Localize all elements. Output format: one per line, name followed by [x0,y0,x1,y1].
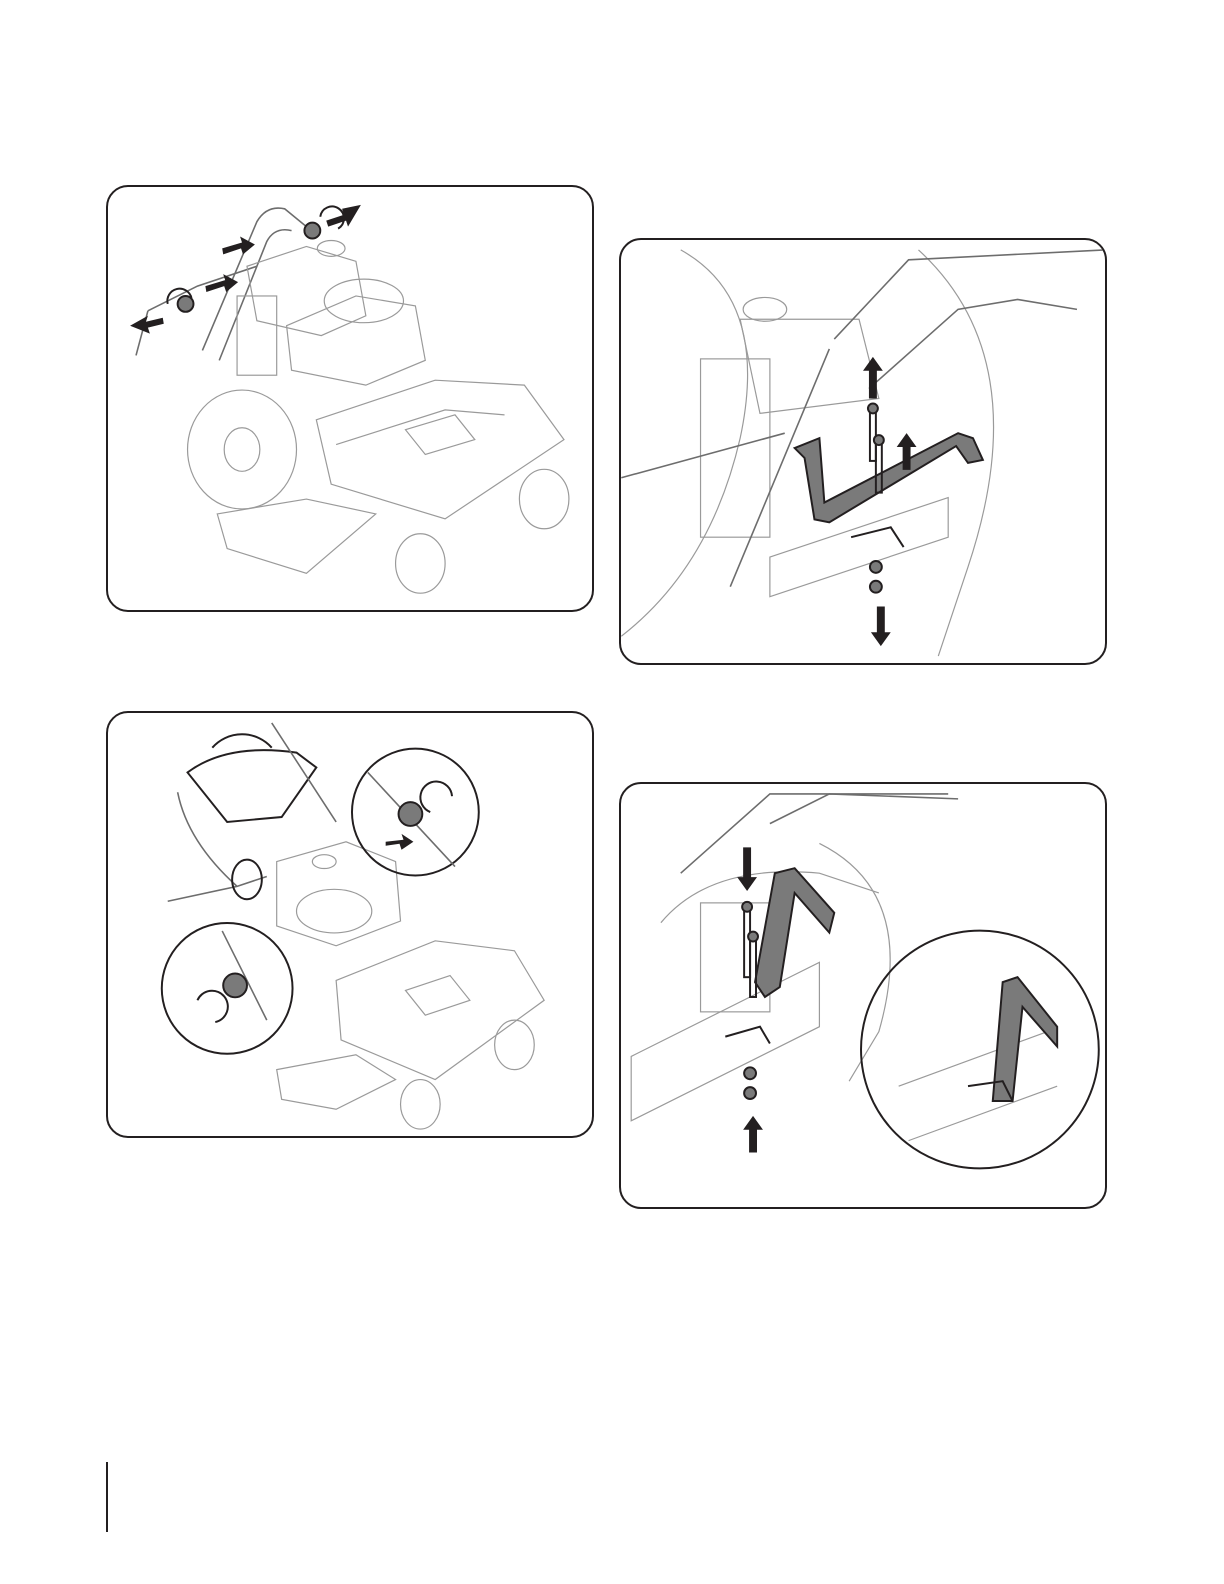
mower-illustration [108,187,592,610]
rotate-icon [420,782,452,813]
arrow-icon [871,607,891,647]
rotate-icon [212,734,271,747]
page-margin-rule [106,1462,108,1532]
arrow-icon [386,834,414,850]
bracket-removal-illustration [621,240,1105,663]
figure-bracket-installation [619,782,1107,1209]
figure-handle-knobs-removal [106,185,594,612]
arrow-icon [743,1116,763,1153]
figure-bracket-removal [619,238,1107,665]
arrow-icon [130,316,164,334]
magnifier-callout [861,931,1099,1169]
rotate-icon [197,991,227,1022]
figure-handle-fold [106,711,594,1138]
bracket-installation-illustration [621,784,1105,1207]
arrow-icon [863,357,883,399]
handle-fold-illustration [108,713,592,1136]
arrow-icon [737,847,757,891]
